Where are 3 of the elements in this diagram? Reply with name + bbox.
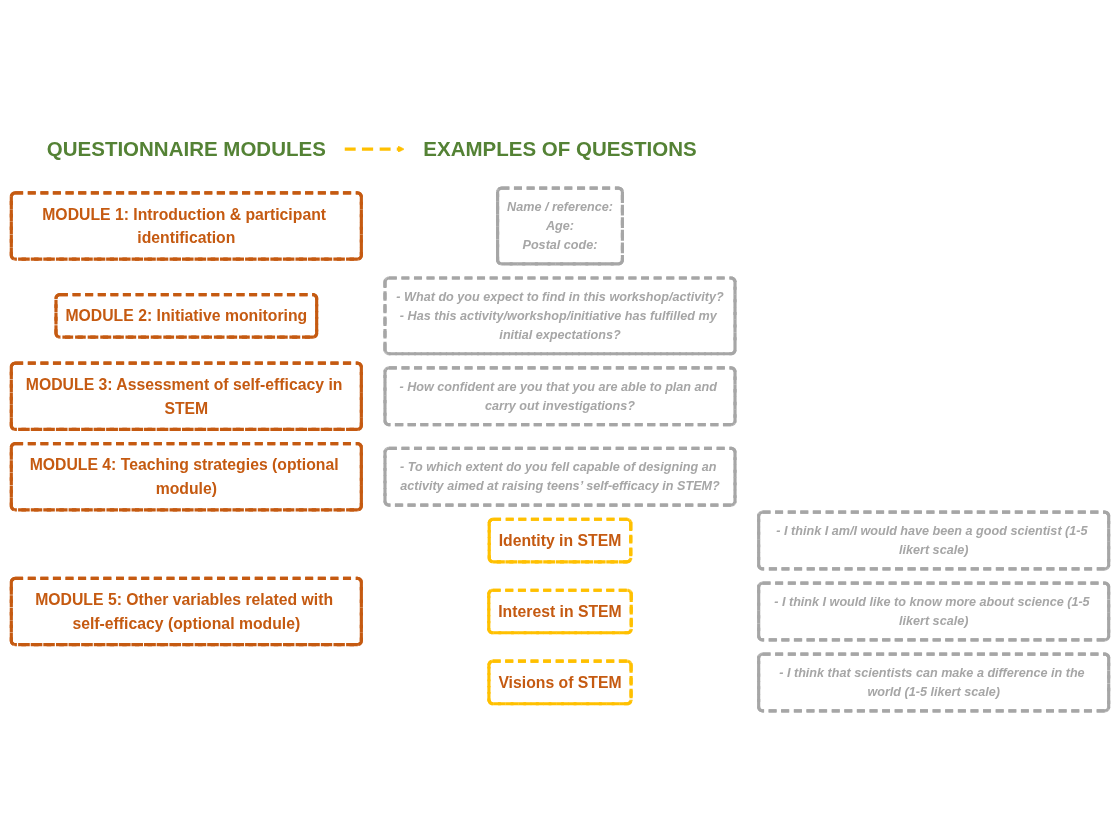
arrow xyxy=(344,146,405,154)
node-text: QUESTIONNAIRE MODULES xyxy=(46,137,326,161)
node-text: EXAMPLES OF QUESTIONS xyxy=(423,137,697,161)
